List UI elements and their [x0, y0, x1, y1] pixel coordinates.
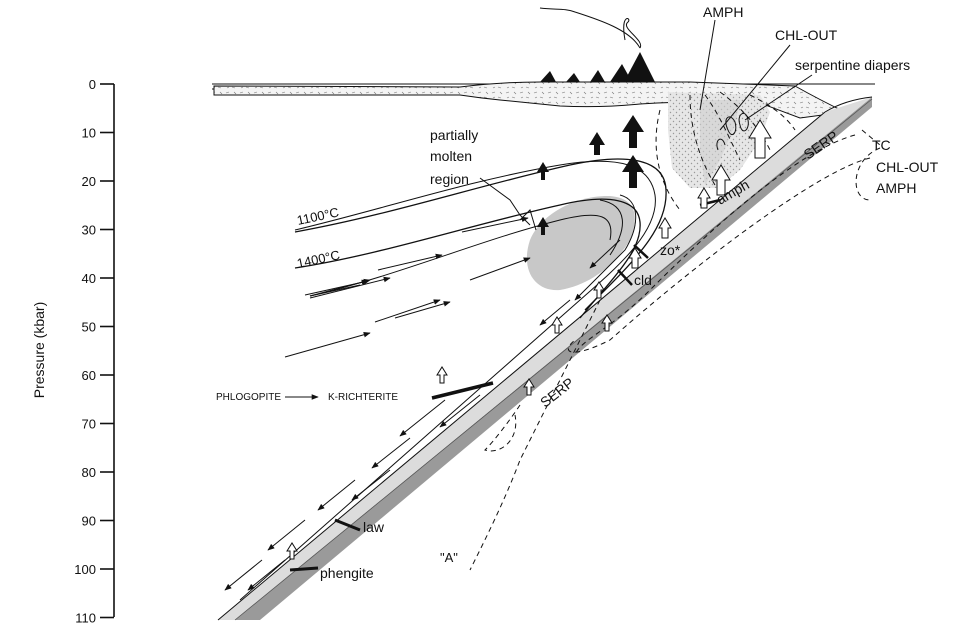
label-chl-out-top: CHL-OUT — [775, 27, 838, 43]
label-law: law — [363, 519, 385, 535]
label-region: region — [430, 171, 469, 187]
axis-tick-label: 10 — [82, 126, 96, 141]
axis-tick-label: 20 — [82, 174, 96, 189]
axis-tick-label: 90 — [82, 514, 96, 529]
label-amph-right: AMPH — [876, 180, 916, 196]
label-amph-top: AMPH — [703, 4, 743, 20]
label-iso-1400: 1400°C — [296, 247, 342, 271]
pressure-axis: 0 10 20 30 40 50 60 70 80 90 100 110 Pressure (kbar… — [31, 77, 114, 626]
axis-tick-label: 70 — [82, 417, 96, 432]
label-partially: partially — [430, 127, 478, 143]
label-phengite: phengite — [320, 565, 374, 581]
axis-tick-label: 60 — [82, 368, 96, 383]
label-serpentine-diapers: serpentine diapers — [795, 57, 910, 73]
axis-tick-label: 110 — [75, 611, 96, 626]
axis-tick-label: 100 — [74, 562, 96, 577]
label-chl-out-right: CHL-OUT — [876, 159, 939, 175]
axis-title: Pressure (kbar) — [31, 302, 47, 398]
label-cld: cld — [634, 272, 652, 288]
axis-ticks: 0 10 20 30 40 50 60 70 80 90 100 110 — [74, 77, 114, 626]
label-a: "A" — [440, 550, 458, 565]
label-tc: TC — [872, 137, 891, 153]
axis-tick-label: 30 — [82, 223, 96, 238]
axis-tick-label: 40 — [82, 271, 96, 286]
label-zo: zo* — [660, 242, 681, 258]
label-molten: molten — [430, 148, 472, 164]
label-phlogopite: PHLOGOPITE — [216, 392, 281, 403]
axis-tick-label: 0 — [89, 77, 96, 92]
volcanoes — [540, 8, 655, 82]
label-k-richterite: K-RICHTERITE — [328, 392, 398, 403]
axis-tick-label: 50 — [82, 320, 96, 335]
axis-tick-label: 80 — [82, 465, 96, 480]
